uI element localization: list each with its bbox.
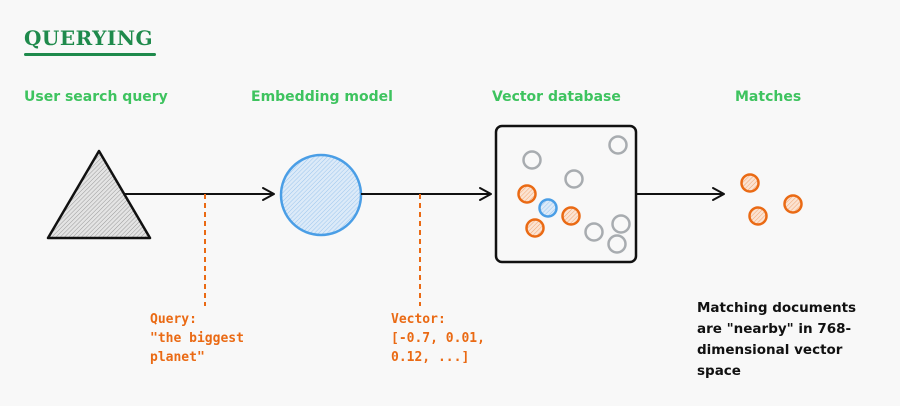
db-point-gray [564,169,584,189]
arrowhead-database-to-matches [712,187,725,201]
db-point-gray [611,214,631,234]
stage-label-embedding: Embedding model [251,89,393,105]
embedding-circle-shape [279,153,363,237]
matches-note-line: Matching documents [697,300,857,316]
db-point-gray [584,222,604,242]
arrowhead-query-to-embedding [262,187,275,201]
matches-note-line: space [697,363,741,379]
match-point [748,206,768,226]
match-point [783,194,803,214]
title-underline [24,53,156,56]
matches-note-line: are "nearby" in 768- [697,321,852,337]
db-point-match [525,218,545,238]
db-point-gray [608,135,628,155]
vector-annotation-line: Vector: [391,312,446,327]
db-point-gray [522,150,542,170]
stage-label-matches: Matches [735,89,802,105]
query-annotation-line: planet" [150,350,205,365]
vector-annotation-line: [-0.7, 0.01, [391,331,485,346]
matches-note: Matching documents are "nearby" in 768- … [697,298,856,382]
diagram-title: QUERYING [24,26,154,50]
query-annotation-line: "the biggest [150,331,244,346]
match-point [740,173,760,193]
db-point-query [538,198,558,218]
query-annotation-line: Query: [150,312,197,327]
db-point-match [517,184,537,204]
stage-label-query: User search query [24,89,168,105]
stage-label-database: Vector database [492,89,621,105]
query-annotation: Query: "the biggest planet" [150,310,244,367]
db-point-gray [607,234,627,254]
vector-annotation: Vector: [-0.7, 0.01, 0.12, ...] [391,310,485,367]
database-box-shape [494,124,638,264]
arrowhead-embedding-to-database [479,187,492,201]
vector-annotation-line: 0.12, ...] [391,350,470,365]
db-point-match [561,206,581,226]
matches-note-line: dimensional vector [697,342,843,358]
